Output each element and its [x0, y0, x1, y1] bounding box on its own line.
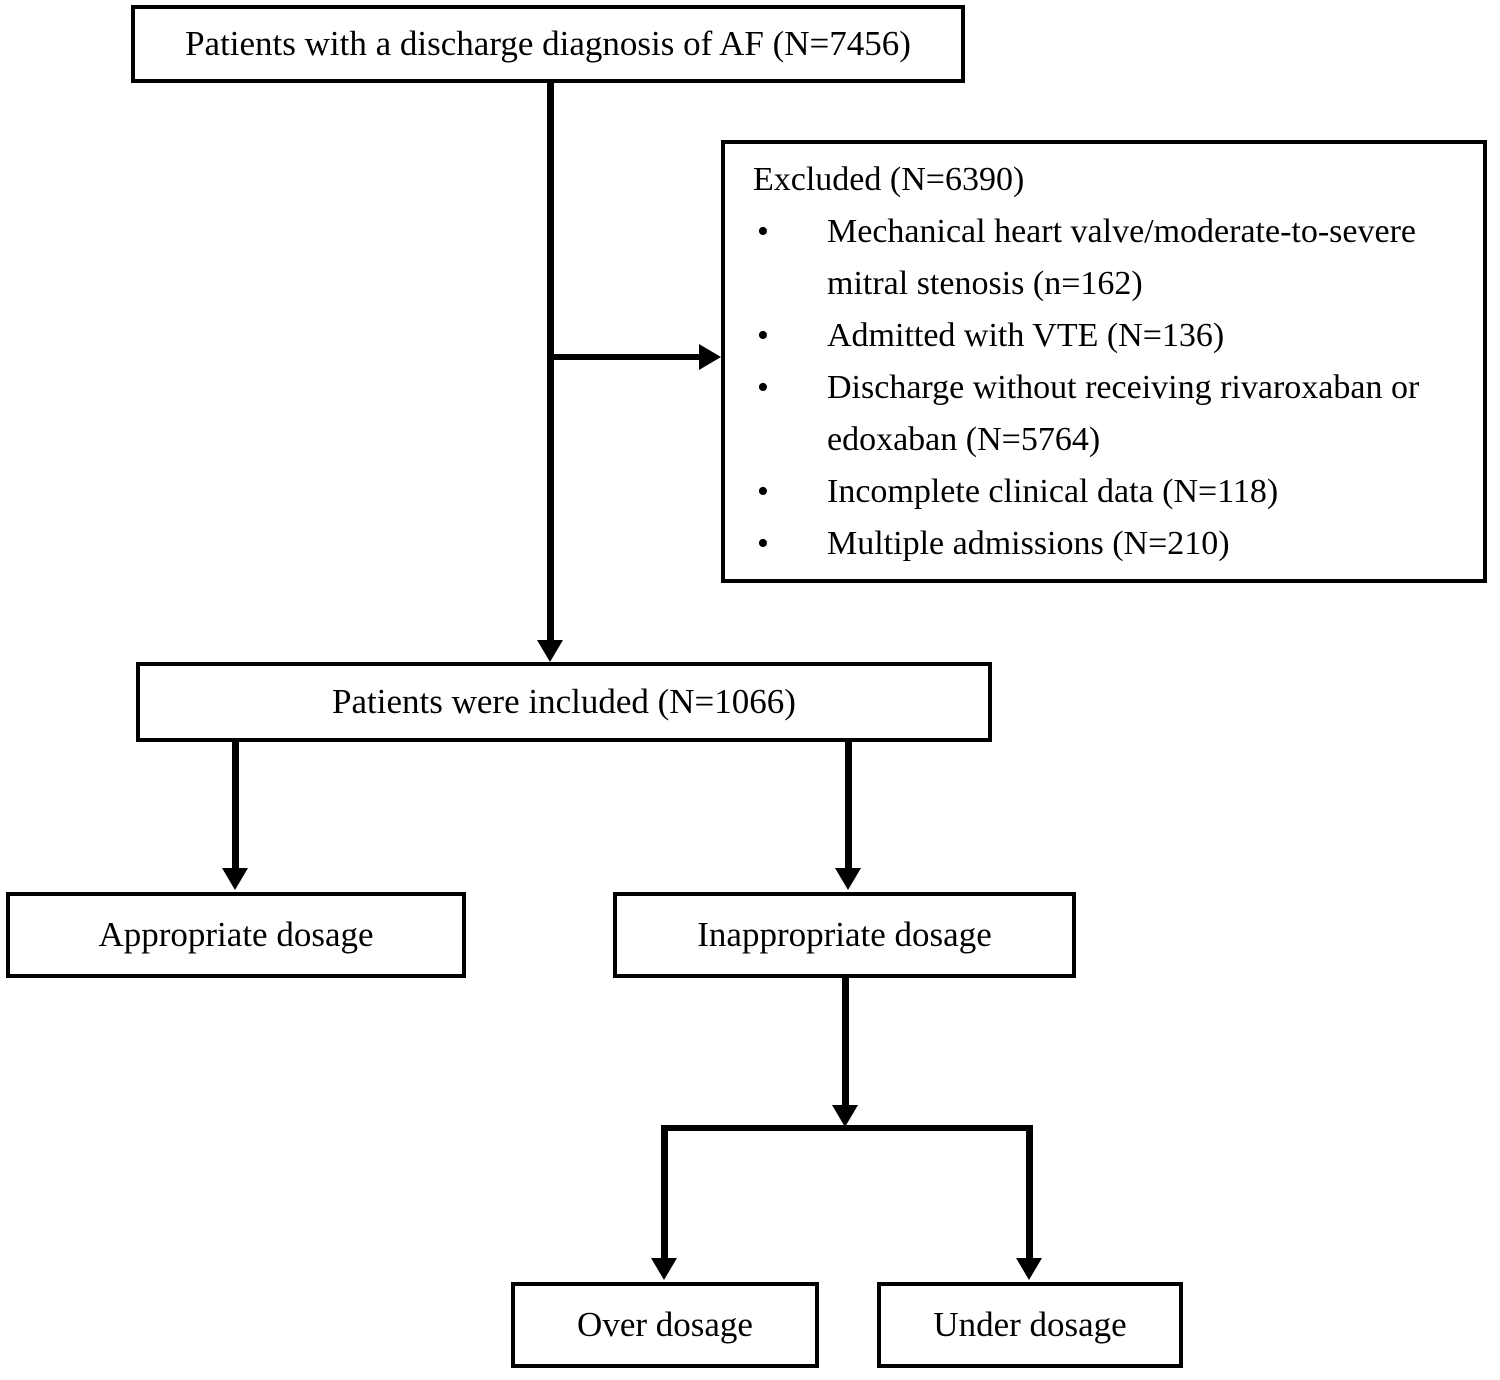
- connector-split-to-over-line: [661, 1125, 668, 1258]
- node-inappropriate-dosage-label: Inappropriate dosage: [697, 914, 992, 954]
- node-discharge-diagnosis: Patients with a discharge diagnosis of A…: [131, 5, 965, 83]
- arrowhead-into-over: [651, 1258, 677, 1280]
- node-over-dosage: Over dosage: [511, 1282, 819, 1368]
- connector-to-excluded-line: [547, 354, 700, 360]
- excluded-item: Discharge without receiving rivaroxaban …: [753, 362, 1469, 466]
- arrowhead-into-included: [537, 640, 563, 662]
- node-included: Patients were included (N=1066): [136, 662, 992, 742]
- arrowhead-into-excluded: [699, 344, 721, 370]
- connector-inappropriate-to-split-line: [842, 978, 849, 1105]
- node-included-label: Patients were included (N=1066): [332, 681, 796, 721]
- node-excluded: Excluded (N=6390) Mechanical heart valve…: [721, 140, 1487, 583]
- excluded-title: Excluded (N=6390): [753, 161, 1025, 198]
- connector-included-to-inappropriate-line: [845, 742, 852, 868]
- node-under-dosage-label: Under dosage: [933, 1304, 1127, 1344]
- node-over-dosage-label: Over dosage: [577, 1304, 753, 1344]
- node-appropriate-dosage-label: Appropriate dosage: [98, 914, 374, 954]
- arrowhead-into-under: [1016, 1258, 1042, 1280]
- excluded-item: Incomplete clinical data (N=118): [753, 466, 1469, 518]
- split-horizontal-line: [661, 1125, 1032, 1131]
- node-appropriate-dosage: Appropriate dosage: [6, 892, 466, 978]
- excluded-list: Mechanical heart valve/moderate-to-sever…: [753, 206, 1469, 570]
- arrowhead-into-appropriate: [222, 868, 248, 890]
- node-under-dosage: Under dosage: [877, 1282, 1183, 1368]
- arrowhead-into-split: [832, 1105, 858, 1127]
- excluded-item: Admitted with VTE (N=136): [753, 310, 1469, 362]
- connector-diagnosis-to-included-line: [547, 83, 554, 640]
- node-inappropriate-dosage: Inappropriate dosage: [613, 892, 1076, 978]
- node-discharge-diagnosis-label: Patients with a discharge diagnosis of A…: [185, 23, 911, 63]
- connector-included-to-appropriate-line: [232, 742, 239, 868]
- excluded-item: Multiple admissions (N=210): [753, 518, 1469, 570]
- excluded-item: Mechanical heart valve/moderate-to-sever…: [753, 206, 1469, 310]
- connector-split-to-under-line: [1026, 1125, 1033, 1258]
- arrowhead-into-inappropriate: [835, 868, 861, 890]
